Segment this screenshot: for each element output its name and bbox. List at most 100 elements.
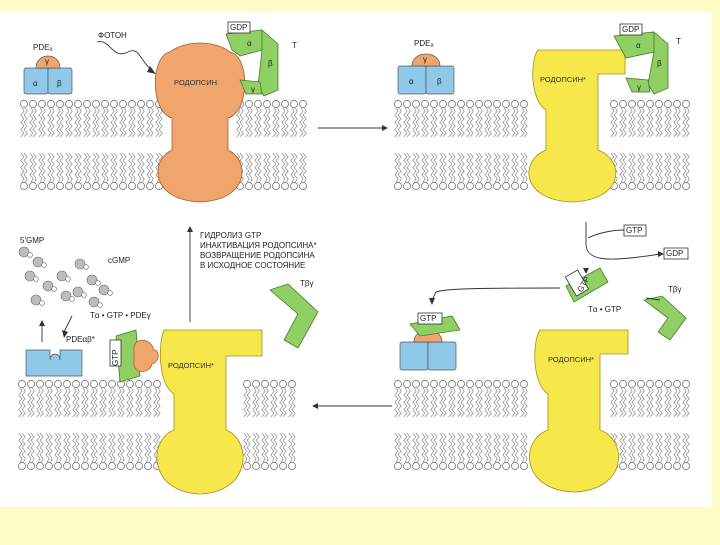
lipid-head (502, 100, 510, 108)
lipid-tail (63, 387, 68, 417)
lipid-tail (655, 107, 660, 137)
lipid-tail (261, 433, 266, 463)
lipid-tail (21, 433, 26, 463)
lipid-head (619, 380, 627, 388)
lipid-tail (415, 107, 420, 137)
lipid-tail (146, 107, 151, 137)
lipid-tail (457, 433, 462, 463)
rhodopsin-active (156, 329, 263, 495)
lipid-tail (442, 107, 447, 137)
lipid-tail (66, 387, 71, 417)
lipid-head (655, 100, 663, 108)
lipid-tail (412, 107, 417, 137)
lipid-tail (676, 387, 681, 417)
lipid-tail (282, 387, 287, 417)
lipid-head (412, 182, 420, 190)
lipid-tail (272, 153, 277, 183)
lipid-tail (29, 153, 34, 183)
lipid-head (484, 462, 492, 470)
lipid-tail (610, 387, 615, 417)
lipid-head (92, 182, 100, 190)
lipid-tail (264, 433, 269, 463)
lipid-tail (655, 387, 660, 417)
lipid-tail (439, 387, 444, 417)
lipid-head (65, 182, 73, 190)
lipid-tail (478, 433, 483, 463)
panel-3: GTP РОДОПСИН* (399, 312, 629, 493)
lipid-head (263, 100, 271, 108)
lipid-tail (126, 387, 131, 417)
lipid-tail (113, 107, 118, 137)
lipid-tail (685, 153, 690, 183)
lipid-head (270, 380, 278, 388)
lipid-head (90, 380, 98, 388)
lipid-tail (637, 153, 642, 183)
lipid-tail (685, 433, 690, 463)
lipid-head (110, 182, 118, 190)
lipid-tail (619, 387, 624, 417)
lipid-tail (433, 107, 438, 137)
lipid-head (493, 182, 501, 190)
lipid-tail (68, 107, 73, 137)
lipid-tail (628, 153, 633, 183)
lipid-head (448, 380, 456, 388)
lipid-tail (74, 107, 79, 137)
lipid-tail (397, 387, 402, 417)
lipid-tail (451, 107, 456, 137)
lipid-head (637, 380, 645, 388)
gtp-label: GTP (420, 314, 436, 323)
lipid-head (54, 462, 62, 470)
lipid-tail (291, 387, 296, 417)
lipid-tail (487, 107, 492, 137)
lipid-tail (129, 387, 134, 417)
lipid-tail (682, 107, 687, 137)
lipid-head (245, 100, 253, 108)
lipid-tail (243, 387, 248, 417)
lipid-tail (505, 387, 510, 417)
lipid-tail (86, 107, 91, 137)
lipid-tail (138, 433, 143, 463)
gdp-out-label: GDP (666, 249, 683, 258)
rhodopsin-label: РОДОПСИН* (548, 355, 594, 364)
panel-1: ФОТОН PDEₐ α β γ РОДОПСИН GDP α β γ T (23, 21, 297, 203)
lipid-tail (32, 153, 37, 183)
reset-line-3: ВОЗВРАЩЕНИЕ РОДОПСИНА (200, 251, 315, 260)
lipid-tail (442, 433, 447, 463)
lipid-tail (451, 387, 456, 417)
lipid-head (646, 462, 654, 470)
lipid-tail (667, 153, 672, 183)
lipid-tail (83, 153, 88, 183)
lipid-tail (475, 387, 480, 417)
lipid-tail (72, 387, 77, 417)
phosphate-group-icon (83, 264, 89, 270)
reset-arrowhead-icon (187, 226, 193, 232)
lipid-tail (252, 387, 257, 417)
lipid-head (20, 182, 28, 190)
lipid-head (281, 100, 289, 108)
lipid-head (252, 462, 260, 470)
lipid-tail (397, 107, 402, 137)
lipid-tail (246, 433, 251, 463)
lipid-tail (117, 387, 122, 417)
transducin-alpha-gtp (115, 329, 141, 383)
lipid-tail (457, 387, 462, 417)
lipid-tail (293, 107, 298, 137)
lipid-tail (442, 153, 447, 183)
lipid-tail (484, 107, 489, 137)
lipid-head (394, 462, 402, 470)
lipid-tail (475, 153, 480, 183)
lipid-tail (239, 107, 244, 137)
lipid-tail (448, 387, 453, 417)
lipid-tail (48, 433, 53, 463)
lipid-head (279, 462, 287, 470)
lipid-tail (288, 387, 293, 417)
tbetagamma-label: Tβγ (300, 279, 314, 288)
lipid-tail (394, 433, 399, 463)
lipid-tail (122, 153, 127, 183)
lipid-tail (511, 433, 516, 463)
lipid-tail (273, 387, 278, 417)
lipid-tail (451, 153, 456, 183)
lipid-tail (415, 433, 420, 463)
transducin-betagamma (269, 283, 319, 349)
lipid-head (484, 182, 492, 190)
